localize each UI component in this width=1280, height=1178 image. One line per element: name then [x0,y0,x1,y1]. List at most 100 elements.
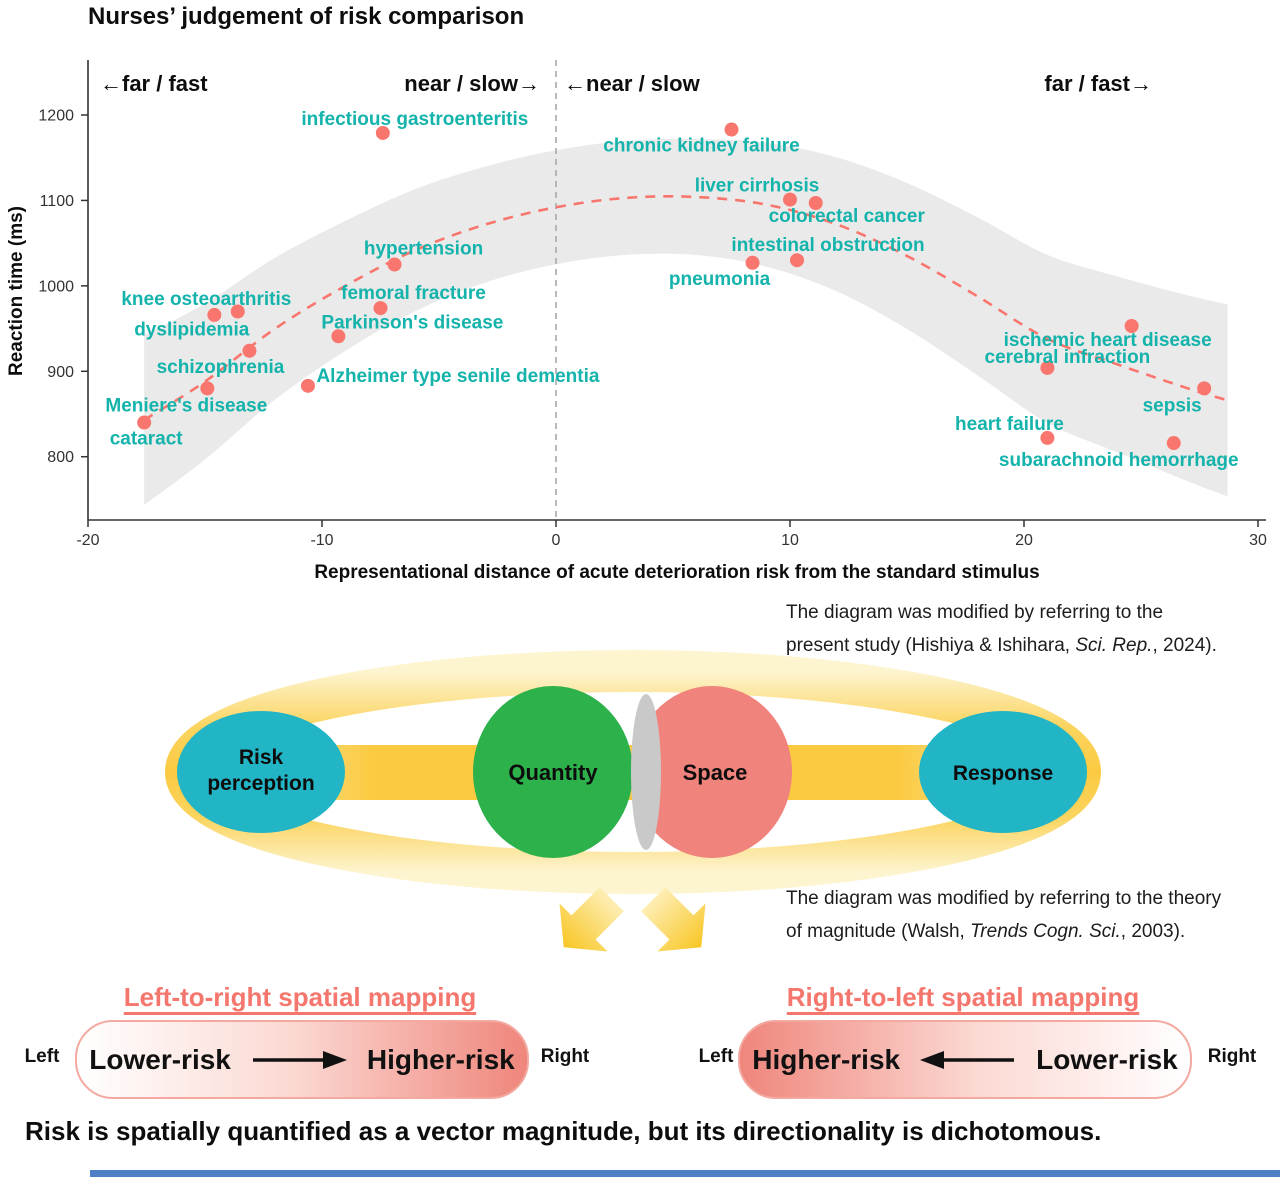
split-arrow-down-right-icon [641,887,706,952]
y-ticks: 800 900 1000 1100 1200 [38,108,88,466]
x-tick-label: -20 [76,532,99,549]
space-label: Space [683,760,748,785]
right-mapping-side-left: Left [698,1046,734,1067]
left-mapping-title: Left-to-right spatial mapping [123,982,477,1012]
y-tick-label: 1100 [40,193,75,210]
risk-perception-label-line2: perception [207,772,314,795]
data-point-label: Parkinson's disease [321,312,503,333]
right-arrow-icon [252,1050,347,1069]
trend-line [143,195,1228,422]
data-point-label: cataract [110,429,184,450]
response-node [919,711,1087,833]
caption-study: The diagram was modified by referring to… [786,596,1217,662]
left-mapping-pill: Lower-risk Higher-risk [75,1020,529,1099]
data-point-label: dyslipidemia [134,319,250,340]
data-point-label: femoral fracture [341,283,486,304]
conclusion-text: Risk is spatially quantified as a vector… [25,1116,1102,1146]
data-point-label: subarachnoid hemorrhage [999,450,1239,471]
data-point-label: Alzheimer type senile dementia [316,366,599,387]
data-point-label: pneumonia [669,269,771,290]
chart-title: Nurses’ judgement of risk comparison [88,3,524,30]
data-points-layer [137,122,1212,451]
data-point [1197,381,1212,396]
direction-label-near-slow-right: ←near / slow [564,71,701,96]
left-mapping-start: Lower-risk [89,1043,231,1075]
data-point [1040,430,1055,445]
data-point [783,192,797,207]
right-mapping-side-right: Right [1207,1046,1257,1067]
data-point-label: infectious gastroenteritis [301,109,528,130]
data-point-label: schizophrenia [157,357,285,378]
data-point [1040,360,1055,375]
data-point [230,304,245,319]
data-point [331,329,346,344]
quantity-label: Quantity [508,760,598,785]
caption-study-line2: present study (Hishiya & Ishihara, Sci. … [786,635,1217,656]
direction-label-far-fast-left: ←far / fast [100,71,208,96]
left-mapping-side-left: Left [24,1046,60,1067]
data-point [387,257,402,272]
direction-label-far-fast-right: far / fast→ [1044,71,1152,96]
bottom-accent-bar [90,1170,1280,1177]
data-point [1124,319,1139,334]
data-point [207,307,222,322]
risk-comparison-chart: Nurses’ judgement of risk comparison cat… [6,3,1267,583]
y-tick-label: 900 [47,364,74,381]
caption-theory-line2: of magnitude (Walsh, Trends Cogn. Sci., … [786,921,1186,942]
left-mapping-side-right: Right [540,1046,590,1067]
x-axis-title: Representational distance of acute deter… [314,562,1039,583]
data-point [808,195,823,210]
caption-study-line1: The diagram was modified by referring to… [786,602,1164,623]
data-point [1166,436,1181,451]
data-point [373,301,388,316]
x-tick-label: 10 [781,532,799,549]
quantity-node [473,686,633,858]
point-labels-layer: cataract Meniere's disease knee osteoarthr… [105,109,1238,471]
data-point [242,343,257,358]
right-mapping-title: Right-to-left spatial mapping [786,982,1140,1012]
split-arrow-down-left-icon [559,887,624,952]
data-point-label: heart failure [955,414,1064,435]
right-mapping-end: Lower-risk [1036,1043,1178,1075]
magnitude-theory-diagram: Risk perception Quantity Space Response [165,650,1101,952]
caption-theory-line1: The diagram was modified by referring to… [786,888,1222,909]
y-tick-label: 800 [47,449,74,466]
data-point-label: hypertension [364,239,483,260]
left-mapping-end: Higher-risk [366,1043,515,1075]
data-point [745,255,760,270]
y-tick-label: 1000 [38,278,74,295]
data-point [790,253,805,268]
right-mapping-start: Higher-risk [752,1043,901,1075]
data-point-label: intestinal obstruction [731,235,924,256]
y-axis-title: Reaction time (ms) [6,206,27,376]
x-tick-label: 30 [1249,532,1267,549]
data-point-label: colorectal cancer [769,206,926,227]
x-tick-label: -10 [310,532,333,549]
response-label: Response [953,762,1053,785]
risk-perception-label-line1: Risk [239,746,284,769]
quantity-space-overlap [631,694,661,850]
y-tick-label: 1200 [38,108,74,125]
data-point-label: liver cirrhosis [695,176,820,197]
caption-theory: The diagram was modified by referring to… [786,882,1221,948]
data-point [375,125,390,140]
data-point-label: knee osteoarthritis [121,289,291,310]
confidence-band-layer [144,138,1228,505]
risk-perception-node [177,711,345,833]
data-point-label: sepsis [1143,395,1202,416]
x-tick-label: 20 [1015,532,1033,549]
x-tick-label: 0 [552,532,561,549]
data-point [300,378,315,393]
data-point-label: cerebral infraction [985,347,1151,368]
data-point [724,122,739,137]
data-point-label: chronic kidney failure [603,136,799,157]
data-point [200,381,215,396]
left-arrow-icon [920,1050,1015,1069]
right-mapping-pill: Higher-risk Lower-risk [738,1020,1192,1099]
x-ticks: -20 -10 0 10 20 30 [76,520,1267,549]
data-point-label: Meniere's disease [105,395,267,416]
confidence-band [144,138,1228,505]
data-point [137,415,152,430]
trend-line-layer [143,195,1228,422]
